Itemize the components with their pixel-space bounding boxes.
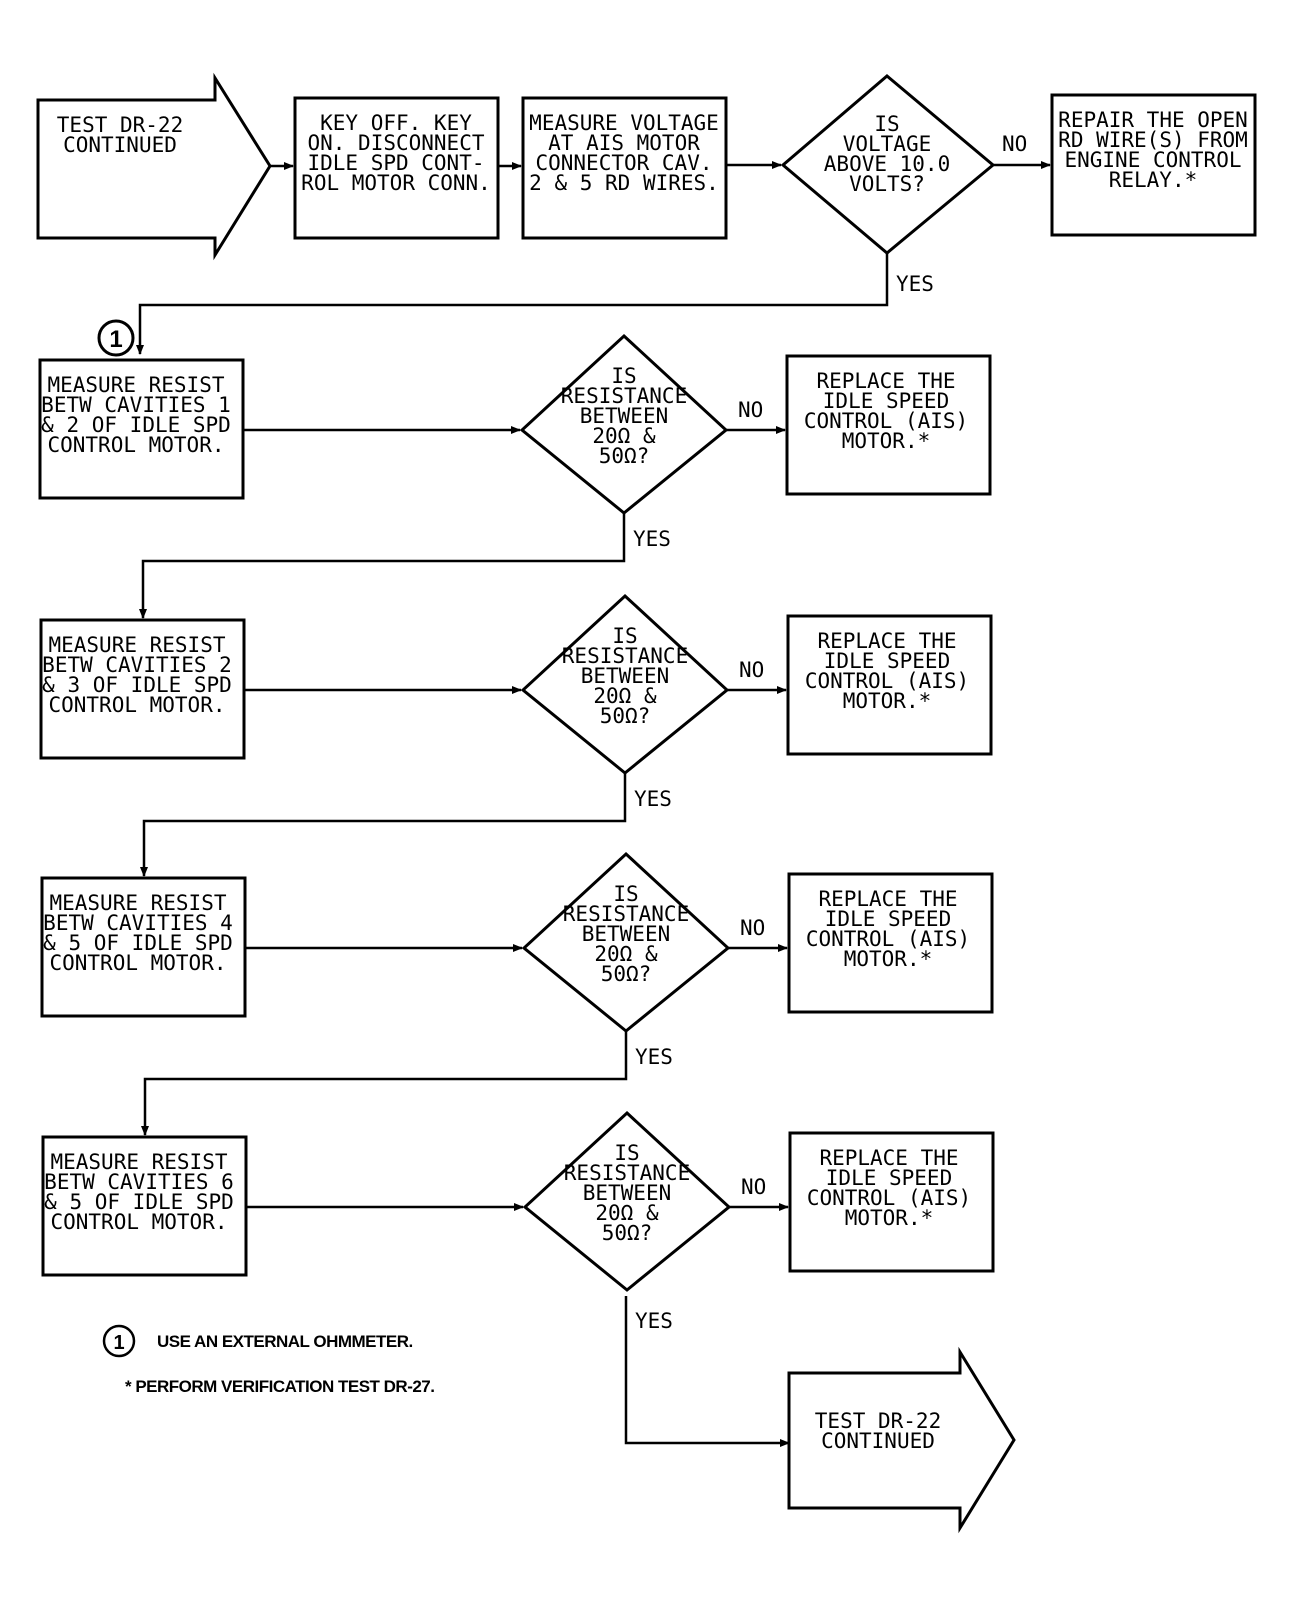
measure-resist-box-3 [40, 876, 247, 1018]
decision-resistance-diamond-4 [522, 1110, 732, 1292]
marker-1-number: 1 [109, 326, 122, 353]
label-no-2: NO [739, 658, 764, 682]
replace-motor-box-4 [788, 1131, 995, 1273]
note-marker-circle [102, 1324, 136, 1358]
marker-1-circle [97, 319, 135, 357]
label-no-4: NO [741, 1175, 766, 1199]
connector-decision-yes-2 [140, 773, 627, 877]
repair-open-wire-box [1050, 93, 1257, 237]
start-arrow-shape [36, 72, 272, 261]
note-ohmmeter: USE AN EXTERNAL OHMMETER. [157, 1332, 413, 1351]
step-measure-voltage-box [521, 96, 728, 240]
label-yes-3: YES [635, 1045, 673, 1069]
label-yes-final: YES [635, 1309, 673, 1333]
connector-final-yes [624, 1296, 790, 1447]
label-yes-voltage: YES [896, 272, 934, 296]
replace-motor-box-2 [786, 614, 993, 756]
connector-decision-yes [136, 253, 889, 355]
note-marker-number: 1 [113, 1332, 124, 1354]
replace-motor-box-1 [785, 354, 992, 496]
label-no-voltage: NO [1002, 132, 1027, 156]
note-verification: * PERFORM VERIFICATION TEST DR-27. [125, 1377, 435, 1396]
replace-motor-box-3 [787, 872, 994, 1014]
label-yes-2: YES [634, 787, 672, 811]
step-key-off-box [293, 96, 500, 240]
label-no-3: NO [740, 916, 765, 940]
measure-resist-box-4 [41, 1135, 248, 1277]
measure-resist-box-2 [39, 618, 246, 760]
connector-decision-yes-3 [141, 1031, 628, 1136]
label-no-1: NO [738, 398, 763, 422]
connector-decision-yes-1 [139, 513, 626, 619]
end-arrow-shape [787, 1346, 1016, 1534]
label-yes-1: YES [633, 527, 671, 551]
